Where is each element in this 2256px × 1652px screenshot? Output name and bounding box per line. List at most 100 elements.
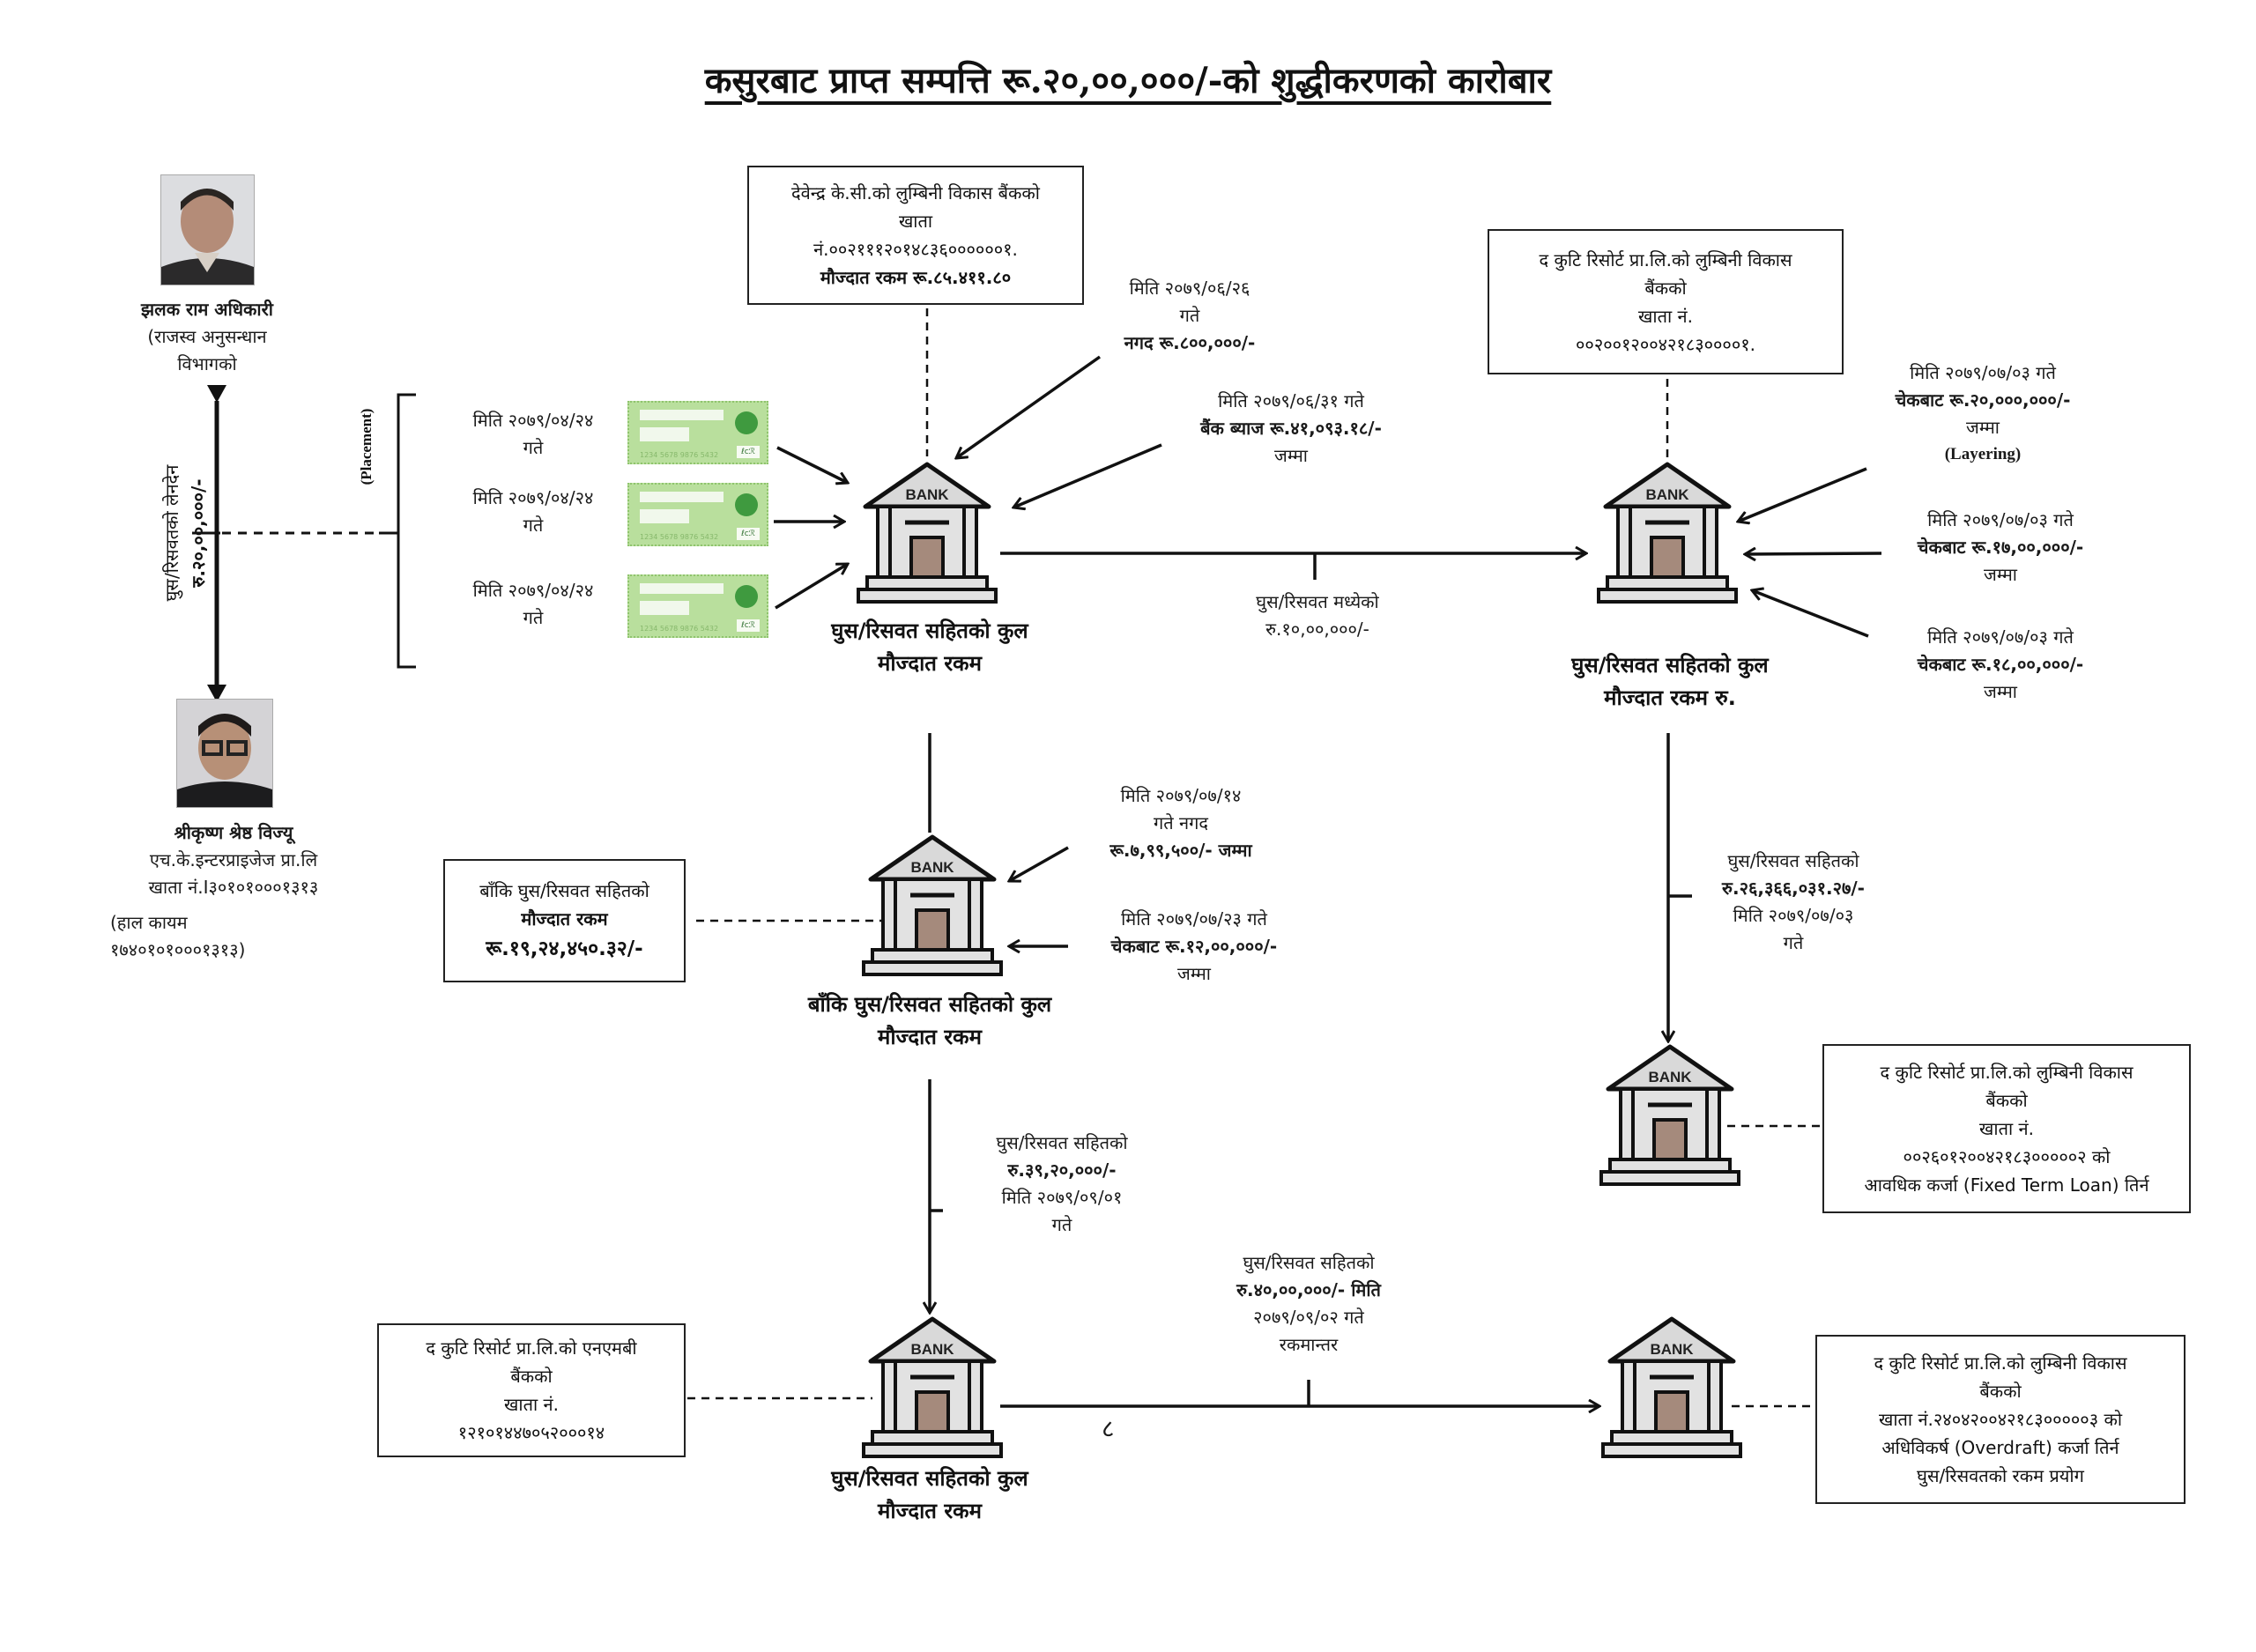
annotation-line: जम्मा <box>1984 681 2017 702</box>
transfer-0902-label: घुस/रिसवत सहितको रु.४०,००,०००/- मिति २०७… <box>1198 1249 1419 1359</box>
kuti-resort-account-box: द कुटि रिसोर्ट प्रा.लि.को लुम्बिनी विकास… <box>1488 229 1844 374</box>
annotation-line: मिति २०७९/०६/२६ <box>1129 278 1250 299</box>
cash-deposit-arrow <box>956 355 1102 458</box>
annotation-line: गते <box>1783 932 1804 953</box>
globe-icon <box>735 493 758 516</box>
box-line: मौज्दात रकम <box>521 907 608 930</box>
page-number: ८ <box>1102 1414 1115 1443</box>
person-avatar-icon <box>161 175 254 285</box>
account-number: खाता नं.I३०१०१०००१३१३ <box>148 877 319 898</box>
cheque-date-suffix: गते <box>523 437 544 458</box>
loan-payment-label: घुस/रिसवत सहितको रु.२६,३६६,०३१.२७/- मिति… <box>1674 848 1912 957</box>
annotation-amount: रू.७,९९,५००/- जम्मा <box>1109 840 1252 861</box>
caption-line: घुस/रिसवत सहितको कुल <box>831 619 1028 643</box>
caption-line: बाँकि घुस/रिसवत सहितको कुल <box>807 992 1052 1017</box>
annotation-amount: चेकबाट रू.२०,०००,०००/- <box>1895 389 2071 411</box>
cash-deposit-0626: मिति २०७९/०६/२६ गते नगद रू.८००,०००/- <box>1093 275 1287 357</box>
page-title: कसुरबाट प्राप्त सम्पत्ति रू.२०,००,०००/-क… <box>704 60 1552 101</box>
bank-label: BANK <box>1650 1341 1694 1358</box>
cash-deposit-arrow-2 <box>1009 846 1069 881</box>
annotation-line: जम्मा <box>1984 564 2017 585</box>
transfer-0901-label: घुस/रिसवत सहितको रु.३९,२०,०००/- मिति २०७… <box>952 1130 1172 1239</box>
company-name: एच.के.इन्टरप्राइजेज प्रा.लि <box>149 849 318 870</box>
person-name: श्रीकृष्ण श्रेष्ठ विज्यू <box>174 822 293 843</box>
cheque-date: मिति २०७९/०४/२४ <box>472 410 594 431</box>
box-line: बैंकको <box>1985 1090 2028 1111</box>
box-line: खाता नं. <box>1638 305 1693 327</box>
bank-label: BANK <box>910 1341 954 1358</box>
bank3-caption: बाँकि घुस/रिसवत सहितको कुल मौज्दात रकम <box>776 989 1084 1054</box>
annotation-line: जम्मा <box>1274 445 1308 466</box>
cheque-arrow-3 <box>775 564 848 610</box>
box-line: बैंकको <box>1644 277 1687 299</box>
cheque-2crore: मिति २०७९/०७/०३ गते चेकबाट रू.२०,०००,०००… <box>1868 359 2097 467</box>
annotation-line: गते नगद <box>1154 812 1208 833</box>
cheque-icon: 1234 5678 9876 5432 ℓcℛ <box>627 483 768 546</box>
person-info-jhalak: झलक राम अधिकारी (राजस्व अनुसन्धान विभागक… <box>106 296 308 378</box>
annotation-amount: रु.२६,३६६,०३१.२७/- <box>1722 878 1865 899</box>
annotation-line: रकमान्तर <box>1279 1334 1339 1355</box>
cheque-number: 1234 5678 9876 5432 <box>640 533 719 541</box>
account-number: ००२००१२००४२१८३००००१. <box>1576 333 1755 355</box>
bank-icon: BANK <box>1599 464 1736 602</box>
cheque-date-1: मिति २०७९/०४/२४ गते <box>423 407 643 462</box>
cheque-number: 1234 5678 9876 5432 <box>640 625 719 633</box>
annotation-line: मिति २०७९/०७/२३ गते <box>1121 908 1267 930</box>
transfer-10lakh-label: घुस/रिसवत मध्येको रु.१०,००,०००/- <box>1207 589 1428 643</box>
person-name: झलक राम अधिकारी <box>141 299 273 320</box>
placement-label: (Placement) <box>358 408 375 485</box>
cheque-icon: 1234 5678 9876 5432 ℓcℛ <box>627 574 768 638</box>
annotation-line: घुस/रिसवत मध्येको <box>1256 591 1379 612</box>
globe-icon <box>735 585 758 608</box>
fixed-term-loan-box: द कुटि रिसोर्ट प्रा.लि.को लुम्बिनी विकास… <box>1822 1044 2191 1213</box>
interest-0631: मिति २०७९/०६/३१ गते बैंक ब्याज रू.४१,०९३… <box>1163 388 1419 470</box>
cheque-date-2: मिति २०७९/०४/२४ गते <box>423 485 643 539</box>
balance-amount: मौज्दात रकम रू.८५.४११.८० <box>820 267 1012 288</box>
annotation-line: मिति २०७९/०७/०३ गते <box>1927 626 2074 648</box>
box-line: अधिविकर्ष (Overdraft) कर्जा तिर्न <box>1881 1437 2119 1458</box>
bank-icon: BANK <box>858 464 996 602</box>
current-account-number: १७४०१०१०००१३१३) <box>110 939 246 960</box>
devendra-account-box: देवेन्द्र के.सी.को लुम्बिनी विकास बैंकको… <box>747 166 1084 305</box>
bank-label: BANK <box>1648 1069 1692 1085</box>
overdraft-loan-box: द कुटि रिसोर्ट प्रा.लि.को लुम्बिनी विकास… <box>1815 1335 2186 1504</box>
person-info-shrikrishna: श्रीकृष्ण श्रेष्ठ विज्यू एच.के.इन्टरप्रा… <box>88 819 379 901</box>
box-line: खाता नं. <box>1979 1118 2034 1139</box>
cheque-inflow-arrow-2 <box>1745 553 1882 554</box>
annotation-line: मिति २०७९/०६/३१ गते <box>1218 390 1364 411</box>
cheque-signature: ℓcℛ <box>737 446 760 458</box>
box-line: खाता <box>898 211 933 232</box>
person-detail: (राजस्व अनुसन्धान <box>147 326 267 347</box>
annotation-line: घुस/रिसवत सहितको <box>1727 850 1859 871</box>
box-line: द कुटि रिसोर्ट प्रा.लि.को लुम्बिनी विकास <box>1539 248 1792 270</box>
cheque-date-3: मिति २०७९/०४/२४ गते <box>423 577 643 632</box>
account-number: १२१०१४४७०५२०००१४ <box>457 1422 605 1443</box>
account-number: नं.००२१११२०१४८३६००००००१. <box>813 239 1018 260</box>
cheque-date: मिति २०७९/०४/२४ <box>472 580 594 601</box>
remaining-balance-box: बाँकि घुस/रिसवत सहितको मौज्दात रकम रू.१९… <box>443 859 686 982</box>
bank-icon: BANK <box>864 1319 1001 1456</box>
cheque-17lakh: मिति २०७९/०७/०३ गते चेकबाट रू.१७,००,०००/… <box>1886 507 2115 589</box>
cheque-signature: ℓcℛ <box>737 619 760 632</box>
annotation-line: मिति २०७९/०७/०३ गते <box>1910 362 2056 383</box>
bank1-caption: घुस/रिसवत सहितको कुल मौज्दात रकम <box>793 615 1066 680</box>
person-detail: विभागको <box>177 353 237 374</box>
person-photo-jhalak <box>160 174 255 285</box>
person-avatar-icon <box>177 700 272 807</box>
annotation-line: घुस/रिसवत सहितको <box>1243 1252 1375 1273</box>
annotation-amount: रु.३९,२०,०००/- <box>1007 1159 1117 1181</box>
bank-icon: BANK <box>864 837 1001 974</box>
bribe-transfer-amount: रु.२०,००,०००/- <box>188 478 209 588</box>
cheque-inflow-arrow-3 <box>1752 590 1869 638</box>
interest-arrow <box>1013 443 1162 507</box>
annotation-line: जम्मा <box>1966 417 2000 438</box>
annotation-line: घुस/रिसवत सहितको <box>996 1132 1128 1153</box>
caption-line: मौज्दात रकम <box>878 651 982 677</box>
annotation-amount: रु.४०,००,०००/- मिति <box>1236 1279 1381 1300</box>
bank-label: BANK <box>910 859 954 876</box>
box-line: बैंकको <box>510 1366 553 1387</box>
caption-line: घुस/रिसवत सहितको कुल <box>831 1466 1028 1491</box>
annotation-line: गते <box>1179 305 1200 326</box>
annotation-line: जम्मा <box>1177 963 1211 984</box>
